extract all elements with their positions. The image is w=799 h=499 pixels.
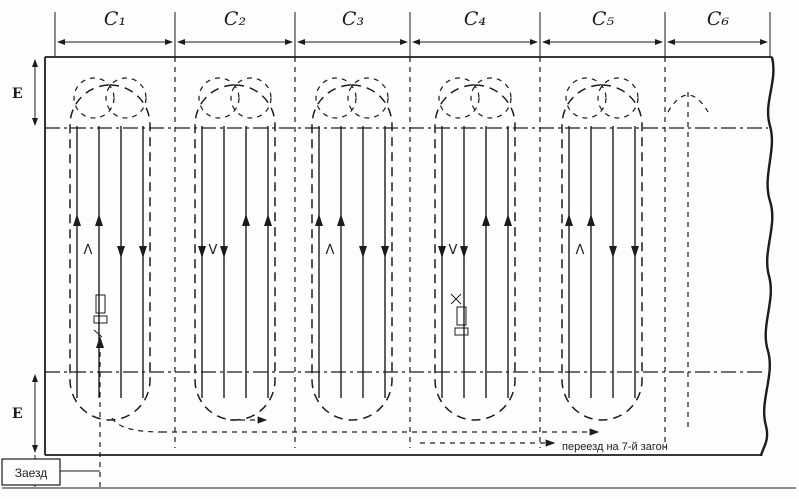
implement-body xyxy=(454,327,469,336)
strip-label-c1: С₁ xyxy=(104,8,126,30)
strip-label-c5: С₅ xyxy=(592,8,615,30)
transfer-route: переезд на 7-й загон xyxy=(111,416,668,453)
hitch-mark xyxy=(450,293,462,305)
strip-1-direction-glyph: Λ xyxy=(84,243,93,258)
strip-3-passes xyxy=(312,78,392,420)
strip-3-direction-glyph: Λ xyxy=(326,243,335,258)
tractor-body xyxy=(95,294,106,314)
field-torn-right-edge xyxy=(759,56,775,457)
strip-5-passes xyxy=(562,78,642,420)
headland-width-dims: E E xyxy=(12,59,38,487)
transfer-label: переезд на 7-й загон xyxy=(562,441,668,453)
tractor-icon-2 xyxy=(450,293,469,336)
transfer-hook xyxy=(111,417,163,433)
strips: Λ V Λ V Λ xyxy=(70,78,709,428)
field-borders xyxy=(2,56,796,489)
strip-4-direction-glyph: V xyxy=(449,243,458,258)
implement-body xyxy=(93,315,108,324)
strip-1-passes xyxy=(70,78,150,420)
entry-arrow xyxy=(96,336,104,348)
e-label-bottom: E xyxy=(12,406,23,422)
entry-label: Заезд xyxy=(15,466,48,480)
strip-2-direction-glyph: V xyxy=(209,243,218,258)
strip-label-c3: С₃ xyxy=(342,8,364,30)
strip-label-c6: С₆ xyxy=(707,8,730,30)
entry-label-box xyxy=(1,458,61,486)
tractor-icon-1 xyxy=(93,294,108,338)
strip-4-passes xyxy=(435,78,515,420)
headland-lines xyxy=(45,127,768,373)
entry-route: Заезд xyxy=(1,336,104,487)
tractor-body xyxy=(456,306,467,326)
strip-label-c2: С₂ xyxy=(224,8,246,30)
hitch-mark xyxy=(93,329,103,338)
dimension-header: С₁ С₂ С₃ С₄ С₅ С₆ xyxy=(54,8,771,57)
strip-5-direction-glyph: Λ xyxy=(576,243,585,258)
strip-label-c4: С₄ xyxy=(464,8,486,30)
e-label-top: E xyxy=(12,86,23,102)
strip-2-passes xyxy=(195,78,275,420)
